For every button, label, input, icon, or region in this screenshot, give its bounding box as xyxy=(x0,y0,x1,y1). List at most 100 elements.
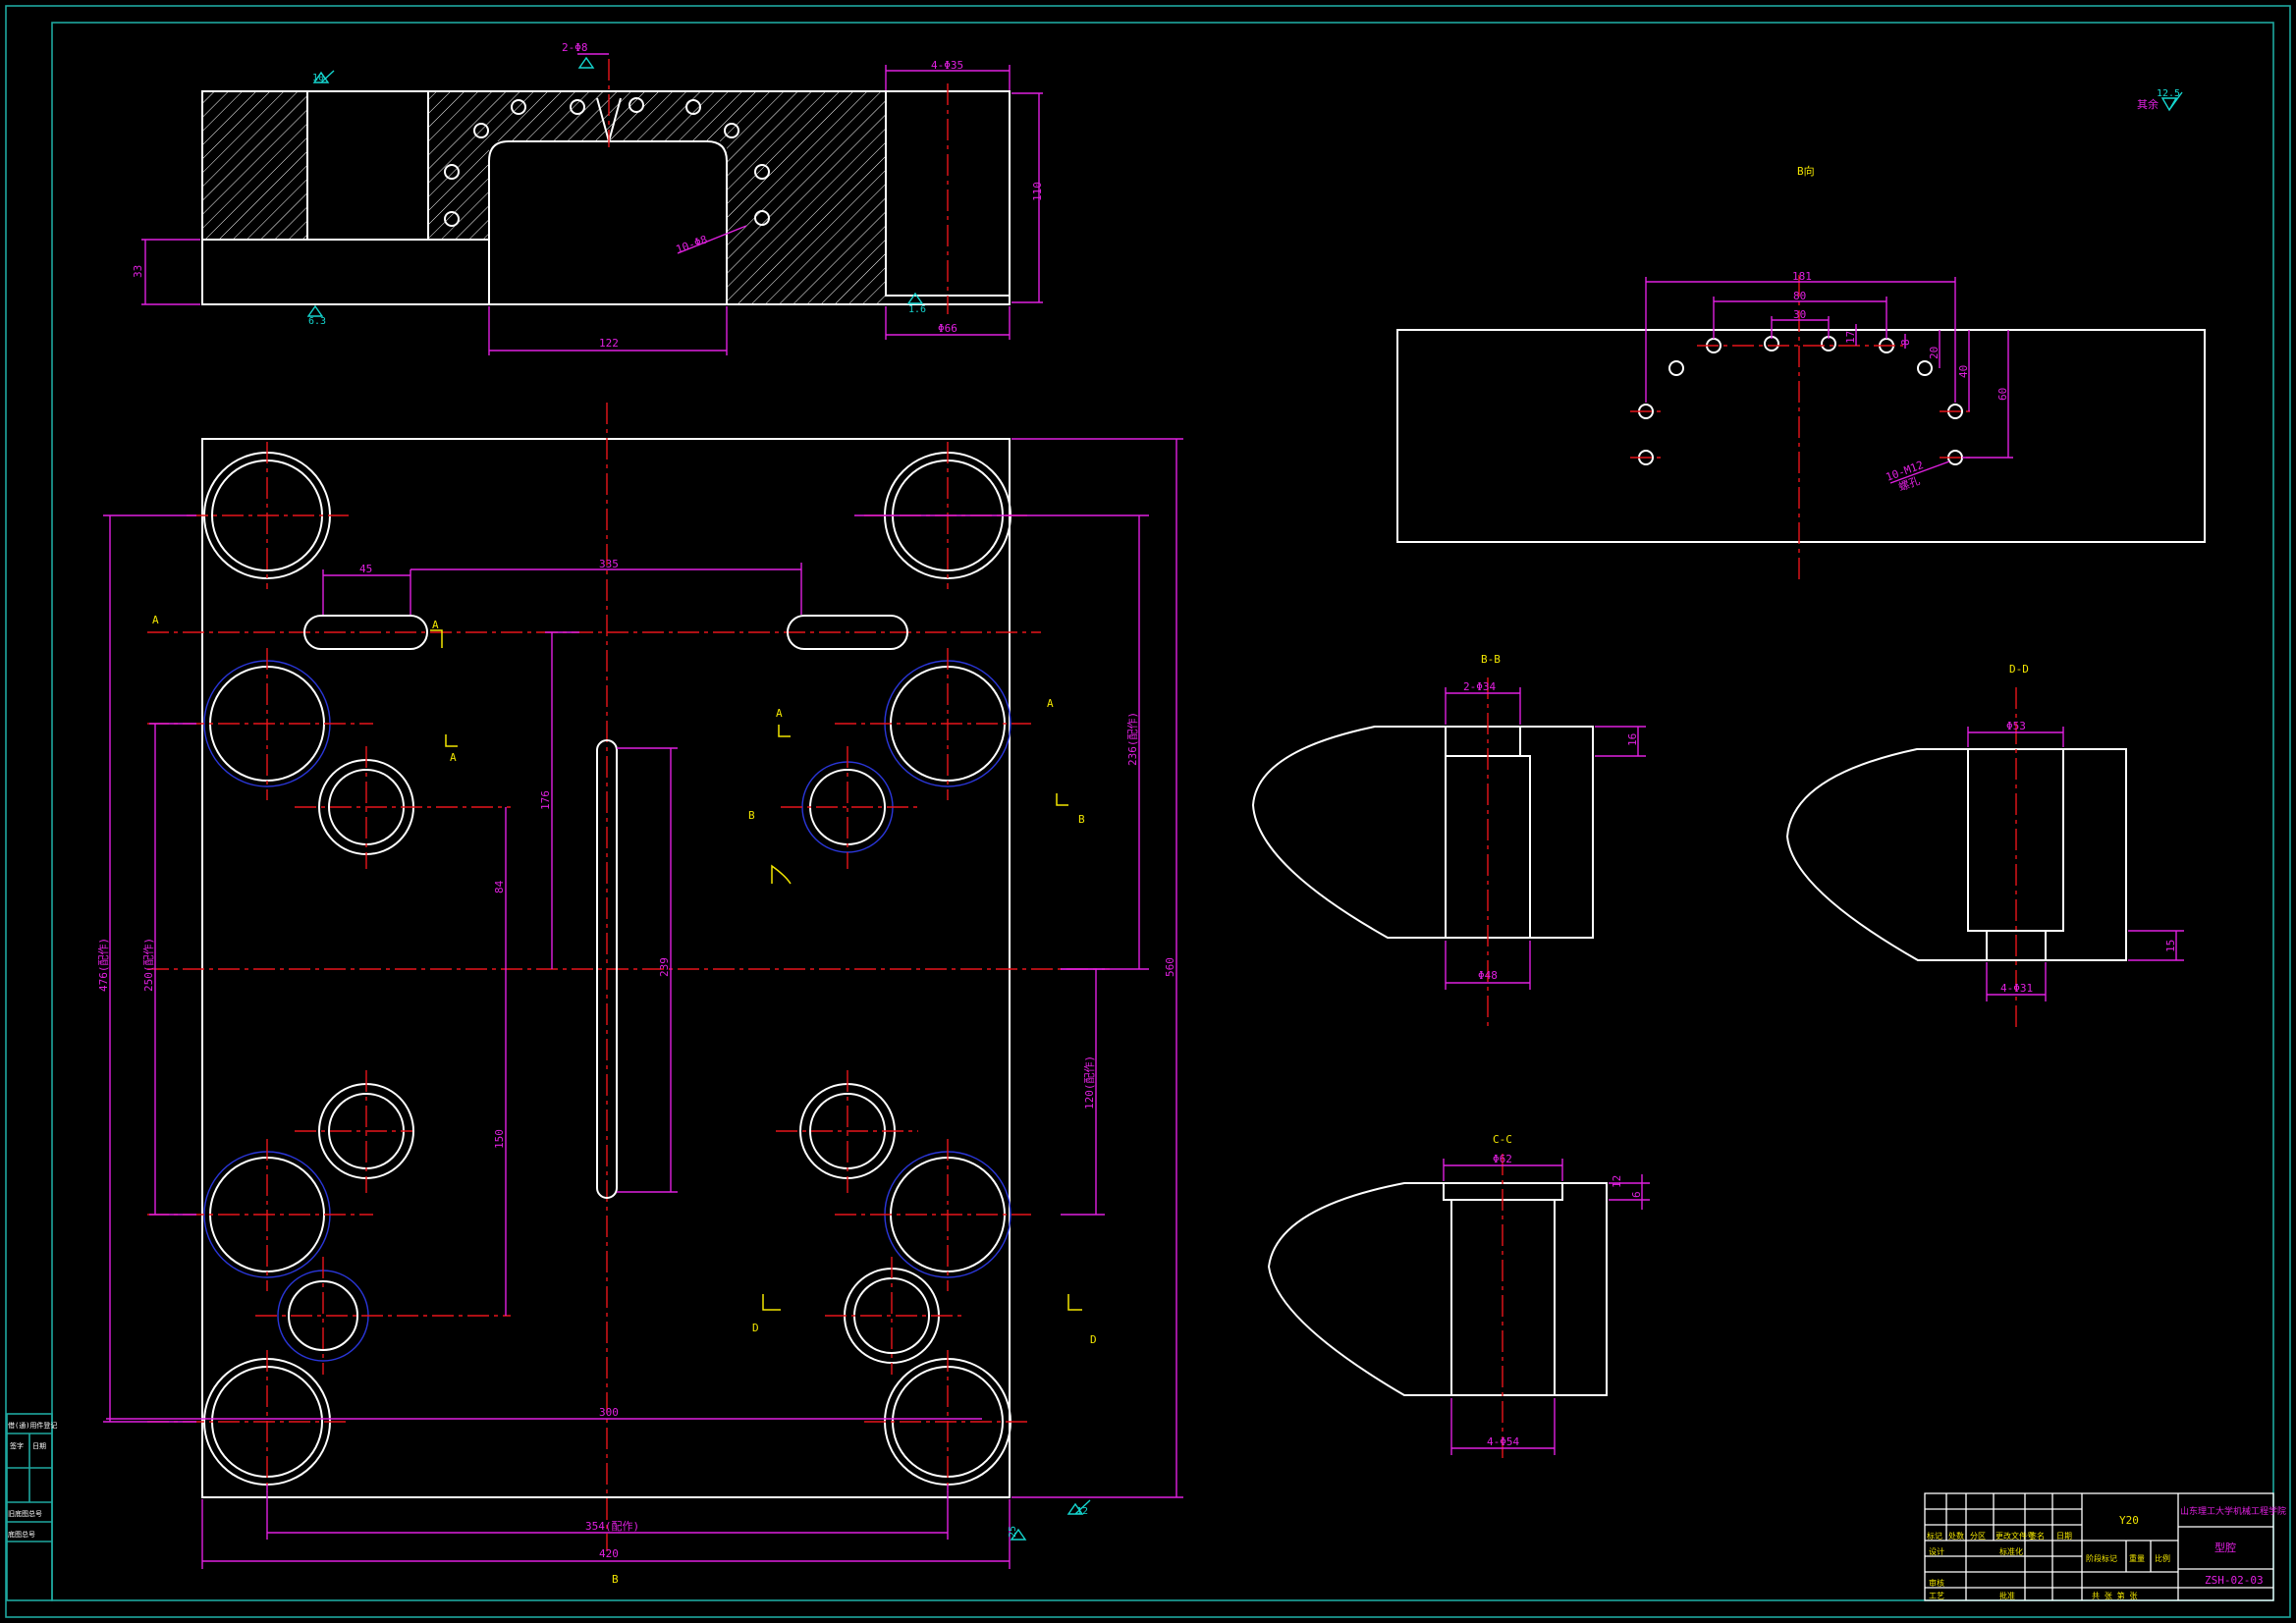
rough-top: 10 xyxy=(312,73,324,83)
section-label-d2: D xyxy=(1090,1333,1097,1346)
b-dim-60: 60 xyxy=(1996,388,2009,401)
section-bb-title: B-B xyxy=(1481,653,1501,666)
section-cc-bottom: 4-Φ54 xyxy=(1487,1435,1519,1448)
side-row-3: 底图总号 xyxy=(8,1530,35,1539)
tb-row-design: 设计 xyxy=(1929,1546,1944,1556)
section-dd-bottom: 4-Φ31 xyxy=(2000,982,2033,995)
dim-250: 250(配作) xyxy=(142,938,155,992)
section-label-b3: B xyxy=(612,1573,619,1586)
section-cc-title: C-C xyxy=(1493,1133,1512,1146)
rough-note: 其余 12.5 xyxy=(2137,88,2183,112)
section-bb-bottom: Φ48 xyxy=(1478,969,1498,982)
section-dd-top: Φ53 xyxy=(2006,720,2026,732)
section-d-d: D-D Φ53 4-Φ31 15 xyxy=(1785,663,2184,1027)
dim-120: 120(配作) xyxy=(1083,1055,1096,1109)
section-label-d1: D xyxy=(752,1322,759,1334)
dim-176: 176 xyxy=(539,790,552,810)
b-dim-181: 181 xyxy=(1792,270,1812,283)
dim-inner: 354(配作) xyxy=(585,1520,639,1533)
tb-approve: 批准 xyxy=(1999,1591,2015,1600)
side-register-table: 借(通)用件登记 旧底图总号 底图总号 签字 日期 xyxy=(6,1413,57,1601)
section-label-b2: B xyxy=(1078,813,1085,826)
dim-45: 45 xyxy=(359,563,372,575)
section-label-a4: A xyxy=(776,707,783,720)
rough-bottom: 6.3 xyxy=(308,316,326,327)
side-row-4: 签字 xyxy=(10,1441,24,1450)
section-b-b: B-B 2-Φ34 Φ48 16 xyxy=(1251,653,1646,1029)
tb-header-5: 签名 xyxy=(2029,1531,2045,1541)
slot-callout: 10-Φ8 xyxy=(675,233,710,256)
tb-row-review: 审核 xyxy=(1929,1578,1944,1588)
dim-236: 236(配作) xyxy=(1126,712,1139,766)
slots xyxy=(303,615,908,1199)
tb-weight: 重量 xyxy=(2129,1553,2145,1563)
rough-2: 25 xyxy=(1008,1526,1018,1538)
side-row-5: 日期 xyxy=(32,1442,46,1450)
dim-left: 33 xyxy=(132,265,144,278)
title-block: Y20 山东理工大学机械工程学院 型腔 ZSH-02-03 标记 处数 分区 更… xyxy=(1924,1492,2286,1601)
side-row-2: 旧底图总号 xyxy=(8,1509,42,1518)
section-cc-right: 6 xyxy=(1630,1191,1643,1198)
dim-476: 476(配作) xyxy=(97,938,110,992)
bore-callout: 4-Φ35 xyxy=(931,59,963,72)
section-label-a1: A xyxy=(152,614,159,626)
dim-bottom: 300 xyxy=(599,1406,619,1419)
small-holes xyxy=(277,759,940,1364)
tb-material: Y20 xyxy=(2119,1514,2139,1527)
tb-header-4: 更改文件号 xyxy=(1995,1531,2035,1541)
section-bb-callout: 2-Φ34 xyxy=(1463,680,1496,693)
section-label-a3: A xyxy=(450,751,457,764)
section-dd-title: D-D xyxy=(2009,663,2029,676)
dim-bore: Φ66 xyxy=(938,322,957,335)
top-holes xyxy=(444,97,770,227)
dim-width: 420 xyxy=(599,1547,619,1560)
tb-school: 山东理工大学机械工程学院 xyxy=(2180,1505,2286,1517)
rough-right: 1.6 xyxy=(908,304,926,315)
dim-height: 110 xyxy=(1031,182,1044,201)
b-dim-40: 40 xyxy=(1957,365,1970,378)
hole-centerlines xyxy=(147,442,1031,1492)
b-view-title: B向 xyxy=(1797,164,1815,178)
dim-150: 150 xyxy=(493,1129,506,1149)
b-dim-20: 20 xyxy=(1928,347,1941,359)
rough-1: 12 xyxy=(1076,1506,1088,1517)
dim-239: 239 xyxy=(658,957,671,977)
hole-callout: 2-Φ8 xyxy=(562,41,588,54)
section-cc-right-2: 12 xyxy=(1611,1175,1623,1188)
rough-note-label: 其余 xyxy=(2137,97,2159,111)
tb-scale: 比例 xyxy=(2155,1553,2170,1563)
section-bb-right: 16 xyxy=(1626,733,1639,746)
tb-header-1: 标记 xyxy=(1927,1531,1942,1541)
section-cc-top: Φ62 xyxy=(1493,1153,1512,1165)
section-dd-right: 15 xyxy=(2164,940,2177,952)
top-section-view: 110 122 33 4-Φ35 Φ66 2-Φ8 10-Φ8 10 6.3 1… xyxy=(132,41,1044,355)
dim-total-height: 560 xyxy=(1164,957,1176,977)
tb-row-process: 工艺 xyxy=(1929,1592,1944,1600)
plan-view: A A A A A B B D D B 45 335 560 476(配作) 2… xyxy=(97,403,1183,1586)
tb-standard: 标准化 xyxy=(1999,1546,2023,1556)
b-dim-17: 17 xyxy=(1844,331,1857,344)
b-dim-80: 80 xyxy=(1793,290,1806,302)
tb-header-2: 处数 xyxy=(1948,1531,1964,1541)
side-row-1: 借(通)用件登记 xyxy=(8,1421,57,1430)
dim-top: 335 xyxy=(599,558,619,570)
tb-header-6: 日期 xyxy=(2056,1532,2072,1541)
rough-note-value: 12.5 xyxy=(2157,88,2180,99)
tb-header-3: 分区 xyxy=(1970,1532,1986,1541)
section-label-a2: A xyxy=(432,619,439,631)
tb-part-name: 型腔 xyxy=(2214,1541,2236,1554)
dim-width: 122 xyxy=(599,337,619,350)
section-c-c: C-C Φ62 4-Φ54 6 12 xyxy=(1267,1133,1650,1463)
b-direction-view: B向 181 80 30 17 8 xyxy=(1396,164,2206,581)
drawing-frame xyxy=(5,5,2291,1618)
b-view-holes xyxy=(1638,336,1963,465)
tb-drawing-no: ZSH-02-03 xyxy=(2205,1574,2264,1587)
tb-stage: 阶段标记 xyxy=(2086,1553,2117,1563)
dim-84: 84 xyxy=(493,880,506,893)
section-label-b1: B xyxy=(748,809,755,822)
b-dim-30: 30 xyxy=(1793,308,1806,321)
b-dim-8: 8 xyxy=(1899,339,1912,346)
section-label-a5: A xyxy=(1047,697,1054,710)
tb-sheets: 共 张 第 张 xyxy=(2092,1591,2137,1600)
